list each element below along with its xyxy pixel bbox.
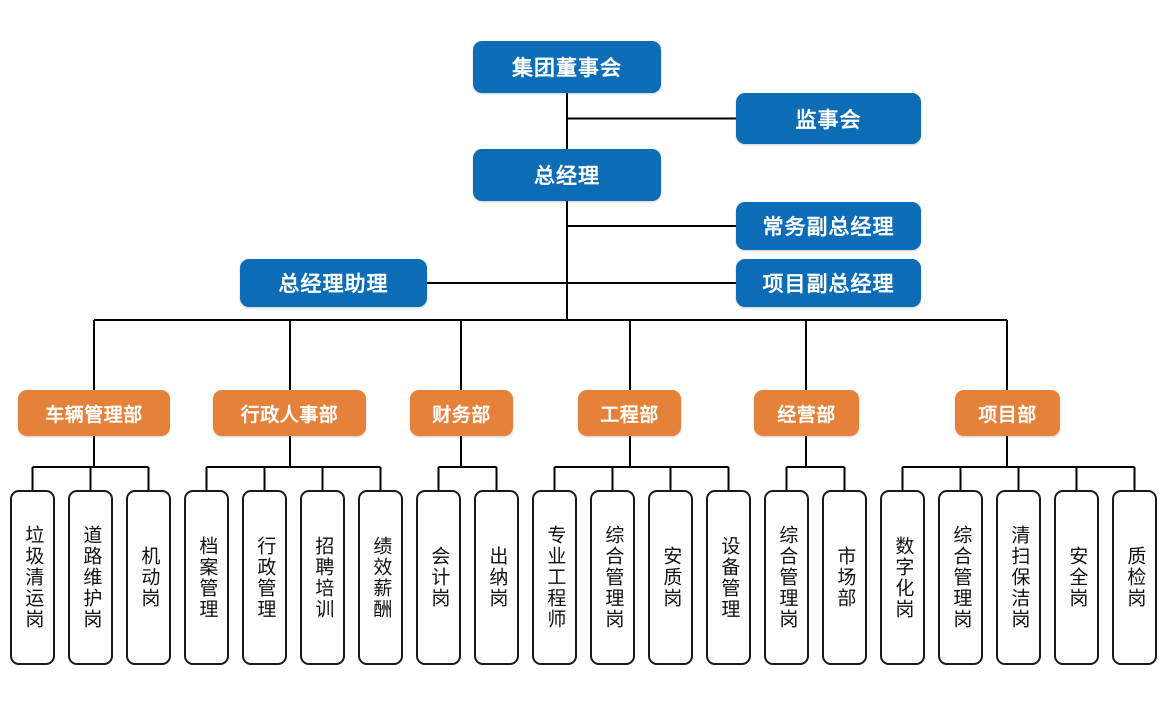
position-node-archive-management[interactable]: 档案管理 bbox=[184, 490, 229, 665]
position-node-label: 机动岗 bbox=[138, 546, 160, 609]
position-node-label: 档案管理 bbox=[196, 535, 218, 620]
position-node-digitalization[interactable]: 数字化岗 bbox=[880, 490, 925, 665]
position-node-accounting[interactable]: 会计岗 bbox=[416, 490, 461, 665]
position-node-road-maintenance[interactable]: 道路维护岗 bbox=[68, 490, 113, 665]
position-node-mobile-duty[interactable]: 机动岗 bbox=[126, 490, 171, 665]
department-node-operations[interactable]: 经营部 bbox=[754, 390, 859, 436]
position-node-marketing[interactable]: 市场部 bbox=[822, 490, 867, 665]
position-node-label: 垃圾清运岗 bbox=[22, 525, 44, 630]
position-node-quality-inspection[interactable]: 质检岗 bbox=[1112, 490, 1157, 665]
exec-node-label: 集团董事会 bbox=[512, 57, 622, 80]
exec-node-label: 总经理助理 bbox=[278, 273, 389, 296]
exec-node-general-manager[interactable]: 总经理 bbox=[473, 149, 661, 201]
position-node-label: 综合管理岗 bbox=[950, 525, 972, 630]
position-node-proj-general-mgmt[interactable]: 综合管理岗 bbox=[938, 490, 983, 665]
department-node-vehicle-management[interactable]: 车辆管理部 bbox=[18, 390, 170, 436]
department-node-label: 财务部 bbox=[432, 404, 491, 426]
department-node-finance[interactable]: 财务部 bbox=[410, 390, 513, 436]
position-node-equipment-management[interactable]: 设备管理 bbox=[706, 490, 751, 665]
position-node-recruitment-training[interactable]: 招聘培训 bbox=[300, 490, 345, 665]
position-node-cleaning-sanitation[interactable]: 清扫保洁岗 bbox=[996, 490, 1041, 665]
position-node-label: 综合管理岗 bbox=[602, 525, 624, 630]
department-node-admin-hr[interactable]: 行政人事部 bbox=[213, 390, 366, 436]
department-node-label: 行政人事部 bbox=[240, 404, 339, 426]
position-node-label: 清扫保洁岗 bbox=[1008, 525, 1030, 630]
position-node-professional-engineer[interactable]: 专业工程师 bbox=[532, 490, 577, 665]
position-node-label: 安质岗 bbox=[660, 546, 682, 609]
position-node-label: 市场部 bbox=[834, 546, 856, 609]
position-node-cashier[interactable]: 出纳岗 bbox=[474, 490, 519, 665]
department-node-label: 工程部 bbox=[600, 404, 659, 426]
position-node-ops-general-mgmt[interactable]: 综合管理岗 bbox=[764, 490, 809, 665]
department-node-engineering[interactable]: 工程部 bbox=[578, 390, 681, 436]
exec-node-label: 监事会 bbox=[795, 108, 862, 132]
position-node-label: 招聘培训 bbox=[312, 535, 334, 620]
exec-node-label: 常务副总经理 bbox=[762, 216, 895, 239]
position-node-eng-general-mgmt[interactable]: 综合管理岗 bbox=[590, 490, 635, 665]
exec-node-label: 总经理 bbox=[534, 165, 600, 188]
position-node-label: 专业工程师 bbox=[544, 525, 566, 630]
department-node-label: 经营部 bbox=[777, 404, 836, 426]
department-node-label: 项目部 bbox=[978, 404, 1037, 426]
position-node-performance-pay[interactable]: 绩效薪酬 bbox=[358, 490, 403, 665]
exec-node-label: 项目副总经理 bbox=[762, 273, 895, 296]
department-node-label: 车辆管理部 bbox=[45, 404, 143, 426]
position-node-garbage-removal[interactable]: 垃圾清运岗 bbox=[10, 490, 55, 665]
position-node-label: 设备管理 bbox=[718, 535, 740, 620]
department-node-project[interactable]: 项目部 bbox=[955, 390, 1060, 436]
position-node-label: 会计岗 bbox=[428, 546, 450, 609]
position-node-label: 行政管理 bbox=[254, 535, 276, 620]
exec-node-supervisory[interactable]: 监事会 bbox=[736, 93, 921, 144]
position-node-label: 道路维护岗 bbox=[80, 525, 102, 630]
exec-node-gm-assistant[interactable]: 总经理助理 bbox=[240, 259, 427, 307]
position-node-label: 绩效薪酬 bbox=[370, 535, 392, 620]
position-node-label: 数字化岗 bbox=[892, 535, 914, 620]
position-node-label: 安全岗 bbox=[1066, 546, 1088, 609]
exec-node-exec-deputy-gm[interactable]: 常务副总经理 bbox=[736, 202, 921, 250]
position-node-label: 综合管理岗 bbox=[776, 525, 798, 630]
exec-node-project-deputy-gm[interactable]: 项目副总经理 bbox=[736, 259, 921, 307]
exec-node-board[interactable]: 集团董事会 bbox=[473, 41, 661, 93]
position-node-label: 质检岗 bbox=[1124, 546, 1146, 609]
position-node-label: 出纳岗 bbox=[486, 546, 508, 609]
position-node-safety-post[interactable]: 安全岗 bbox=[1054, 490, 1099, 665]
position-node-admin-management[interactable]: 行政管理 bbox=[242, 490, 287, 665]
position-node-safety-quality[interactable]: 安质岗 bbox=[648, 490, 693, 665]
